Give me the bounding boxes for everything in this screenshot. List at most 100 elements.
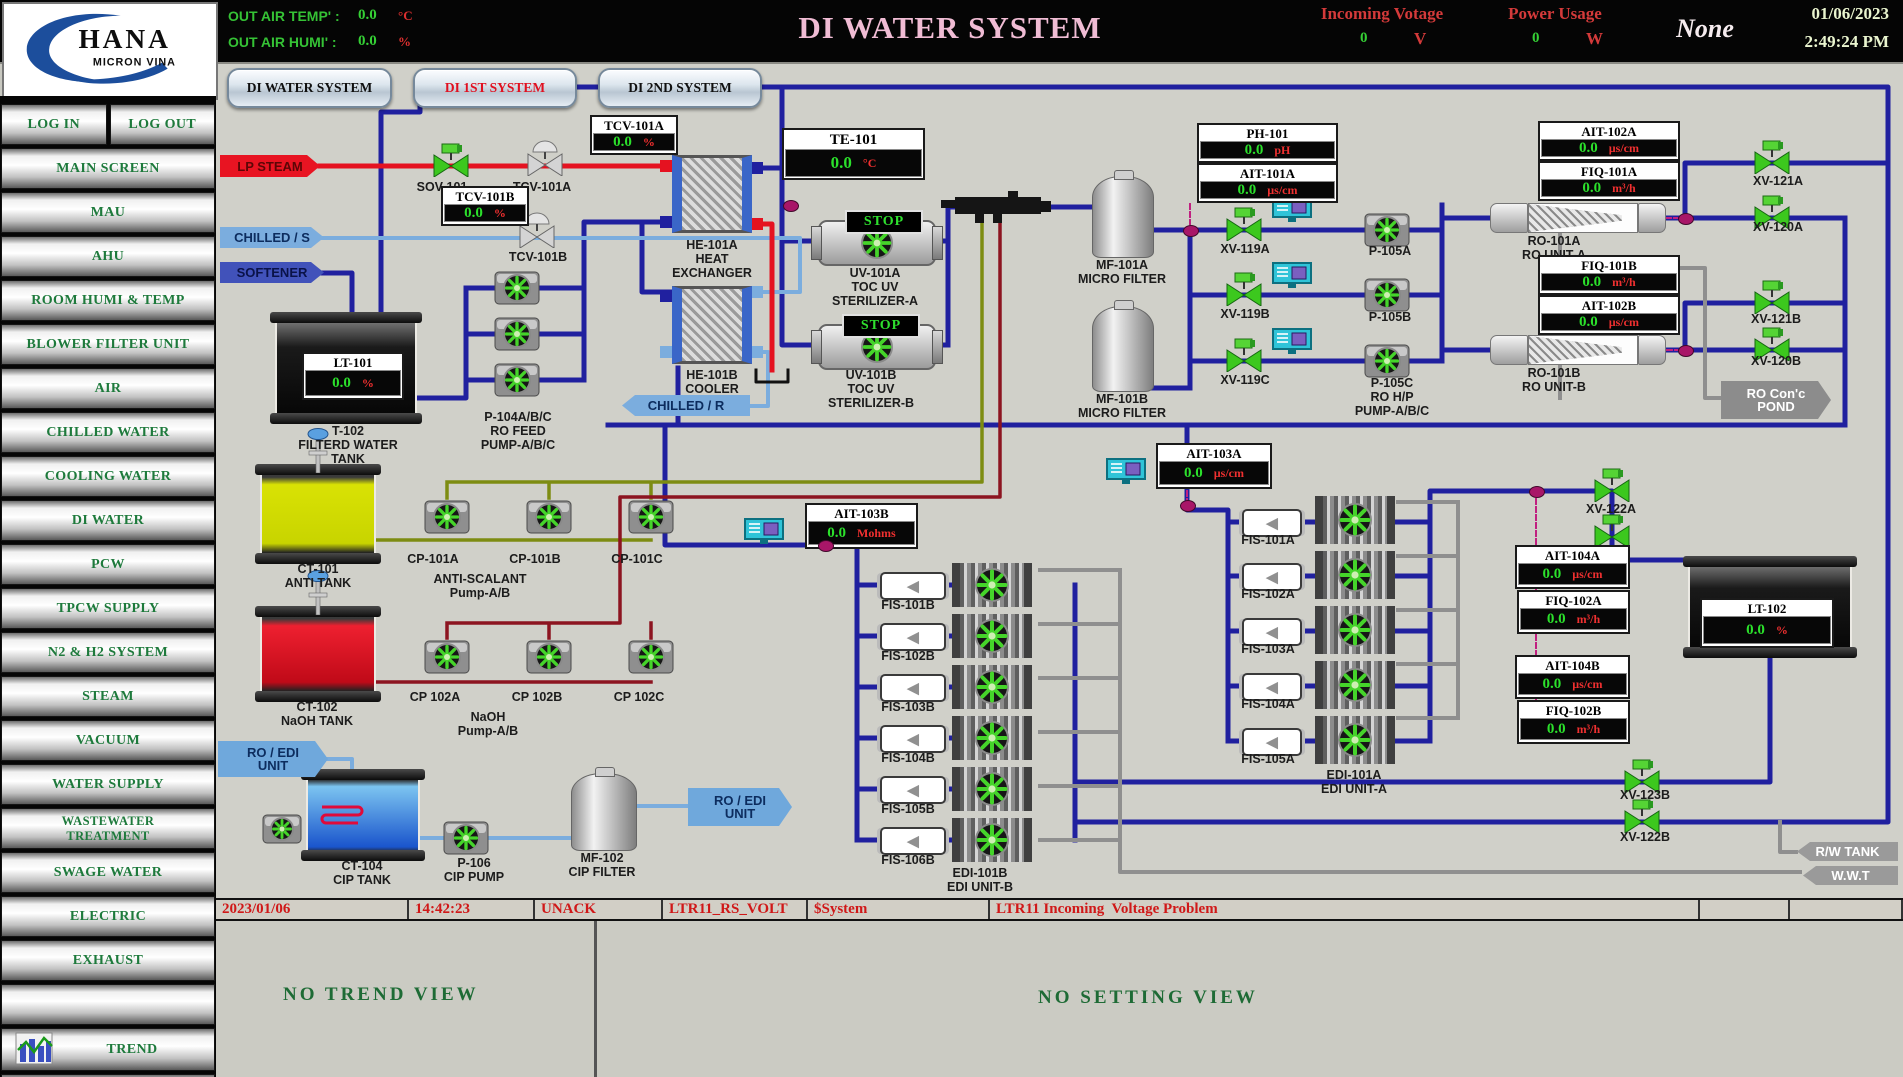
sidebar-item-ahu[interactable]: AHU xyxy=(1,236,215,277)
alarm-cell: LTR11 Incoming Voltage Problem xyxy=(990,900,1700,919)
filter-vessel-MF-102[interactable] xyxy=(571,767,637,851)
sidebar-item-pcw[interactable]: PCW xyxy=(1,544,215,585)
sidebar-item-blower-filter-unit[interactable]: BLOWER FILTER UNIT xyxy=(1,324,215,365)
sidebar-item-air[interactable]: AIR xyxy=(1,368,215,409)
instrument-display-icon xyxy=(1106,458,1148,490)
sidebar-item-tpcw-supply[interactable]: TPCW SUPPLY xyxy=(1,588,215,629)
header-bar: OUT AIR TEMP' : 0.0 °C OUT AIR HUMI' : 0… xyxy=(0,0,1903,64)
equipment-label: FIS-102B xyxy=(881,649,935,663)
valve-XV-119C[interactable] xyxy=(1226,338,1262,377)
flow-switch-FIS-101B[interactable]: ◀ xyxy=(880,572,946,600)
pump-P-105C[interactable] xyxy=(1364,342,1410,380)
pump-P-104B[interactable] xyxy=(494,315,540,353)
valve-TCV-101A[interactable] xyxy=(525,138,565,181)
readout-title: LT-102 xyxy=(1703,601,1831,616)
sidebar-item-di-water[interactable]: DI WATER xyxy=(1,500,215,541)
flow-switch-FIS-105B[interactable]: ◀ xyxy=(880,776,946,804)
sidebar-item-blank[interactable] xyxy=(1,984,215,1025)
login-button[interactable]: LOG IN xyxy=(1,104,107,145)
pump-P-104A[interactable] xyxy=(494,269,540,307)
sidebar-item-vacuum[interactable]: VACUUM xyxy=(1,720,215,761)
sidebar-item-room-humi-temp[interactable]: ROOM HUMI & TEMP xyxy=(1,280,215,321)
readout-unit: m³/h xyxy=(1576,611,1601,626)
sidebar-item-main-screen[interactable]: MAIN SCREEN xyxy=(1,148,215,189)
edi-cell xyxy=(952,665,1032,709)
tab-di-2nd-system[interactable]: DI 2ND SYSTEM xyxy=(598,68,762,108)
flow-switch-FIS-102B[interactable]: ◀ xyxy=(880,623,946,651)
readout-unit: % xyxy=(642,134,655,149)
sidebar-item-cooling-water[interactable]: COOLING WATER xyxy=(1,456,215,497)
logout-button[interactable]: LOG OUT xyxy=(109,104,215,145)
tank-CT-102[interactable] xyxy=(255,570,381,702)
pump-CP-102C[interactable] xyxy=(628,638,674,676)
ro-end-cap xyxy=(1638,335,1666,365)
readout-title: AIT-103A xyxy=(1159,446,1269,461)
incoming-voltage-value: 0 xyxy=(1360,30,1368,46)
valve-XV-119B[interactable] xyxy=(1226,272,1262,311)
pump-P-104C[interactable] xyxy=(494,361,540,399)
pump-CIP-AGITATOR[interactable] xyxy=(262,812,302,846)
readout-TCV-101B: TCV-101B 0.0% xyxy=(441,186,529,226)
sidebar-item-water-supply[interactable]: WATER SUPPLY xyxy=(1,764,215,805)
pump-CP-101A[interactable] xyxy=(424,498,470,536)
filter-vessel-MF-101B[interactable] xyxy=(1092,300,1154,392)
readout-unit: µs/cm xyxy=(1267,182,1298,197)
equipment-label: CP 102A xyxy=(409,690,461,704)
instrument-display-icon xyxy=(744,518,786,550)
sidebar-item-steam[interactable]: STEAM xyxy=(1,676,215,717)
alarm-cell xyxy=(1790,900,1903,919)
pump-P-105B[interactable] xyxy=(1364,276,1410,314)
svg-text:HANA: HANA xyxy=(78,24,170,54)
tab-di-water-system[interactable]: DI WATER SYSTEM xyxy=(227,68,392,108)
pump-CP-102B[interactable] xyxy=(526,638,572,676)
heat-exchanger-HE-101A[interactable] xyxy=(672,155,752,233)
equipment-label: P-104A/B/C RO FEED PUMP-A/B/C xyxy=(480,410,556,452)
ro-membrane-RO-101B[interactable] xyxy=(1490,335,1666,365)
valve-SOV-101[interactable] xyxy=(433,143,469,182)
edi-stack-EDI-101A[interactable] xyxy=(1315,496,1395,764)
sidebar-item-electric[interactable]: ELECTRIC xyxy=(1,896,215,937)
sidebar-item-exhaust[interactable]: EXHAUST xyxy=(1,940,215,981)
edi-cell xyxy=(952,716,1032,760)
sidebar-item-swage-water[interactable]: SWAGE WATER xyxy=(1,852,215,893)
trend-button[interactable]: TREND xyxy=(1,1028,215,1071)
equipment-label: EDI-101A EDI UNIT-A xyxy=(1321,768,1387,796)
pump-CP-101B[interactable] xyxy=(526,498,572,536)
readout-unit: µs/cm xyxy=(1608,314,1639,329)
equipment-label: P-105A xyxy=(1368,244,1412,258)
tank-CT-104[interactable] xyxy=(301,769,425,861)
filter-vessel-MF-101A[interactable] xyxy=(1092,170,1154,258)
flow-switch-FIS-104B[interactable]: ◀ xyxy=(880,725,946,753)
logo-swoosh-icon: HANA MICRON VINA xyxy=(26,13,175,84)
sidebar-item-chilled-water[interactable]: CHILLED WATER xyxy=(1,412,215,453)
tank-CT-101[interactable] xyxy=(255,428,381,564)
sidebar-item-mau[interactable]: MAU xyxy=(1,192,215,233)
pump-CP-101C[interactable] xyxy=(628,498,674,536)
edi-stack-EDI-101B[interactable] xyxy=(952,563,1032,862)
ro-membrane-RO-101A[interactable] xyxy=(1490,203,1666,233)
valve-XV-119A[interactable] xyxy=(1226,207,1262,246)
report-button[interactable]: XREPORT xyxy=(1,1074,215,1077)
flow-switch-FIS-106B[interactable]: ◀ xyxy=(880,827,946,855)
readout-lcd: 0.0% xyxy=(444,204,526,222)
pump-P-106[interactable] xyxy=(443,819,489,857)
heat-exchanger-HE-101B[interactable] xyxy=(672,286,752,364)
sidebar-item-wastewater-treatment[interactable]: WASTEWATER TREATMENT xyxy=(1,808,215,849)
sidebar-item-n2-h2-system[interactable]: N2 & H2 SYSTEM xyxy=(1,632,215,673)
readout-unit: % xyxy=(1775,622,1788,637)
tab-di-1st-system[interactable]: DI 1ST SYSTEM xyxy=(413,68,577,108)
flow-switch-FIS-103B[interactable]: ◀ xyxy=(880,674,946,702)
pipe-junction-dot xyxy=(783,200,799,212)
pump-CP-102A[interactable] xyxy=(424,638,470,676)
readout-lcd: 0.0°C xyxy=(785,149,922,177)
trend-placeholder: NO TREND VIEW xyxy=(283,984,479,1005)
alarm-cell: 2023/01/06 xyxy=(216,900,409,919)
